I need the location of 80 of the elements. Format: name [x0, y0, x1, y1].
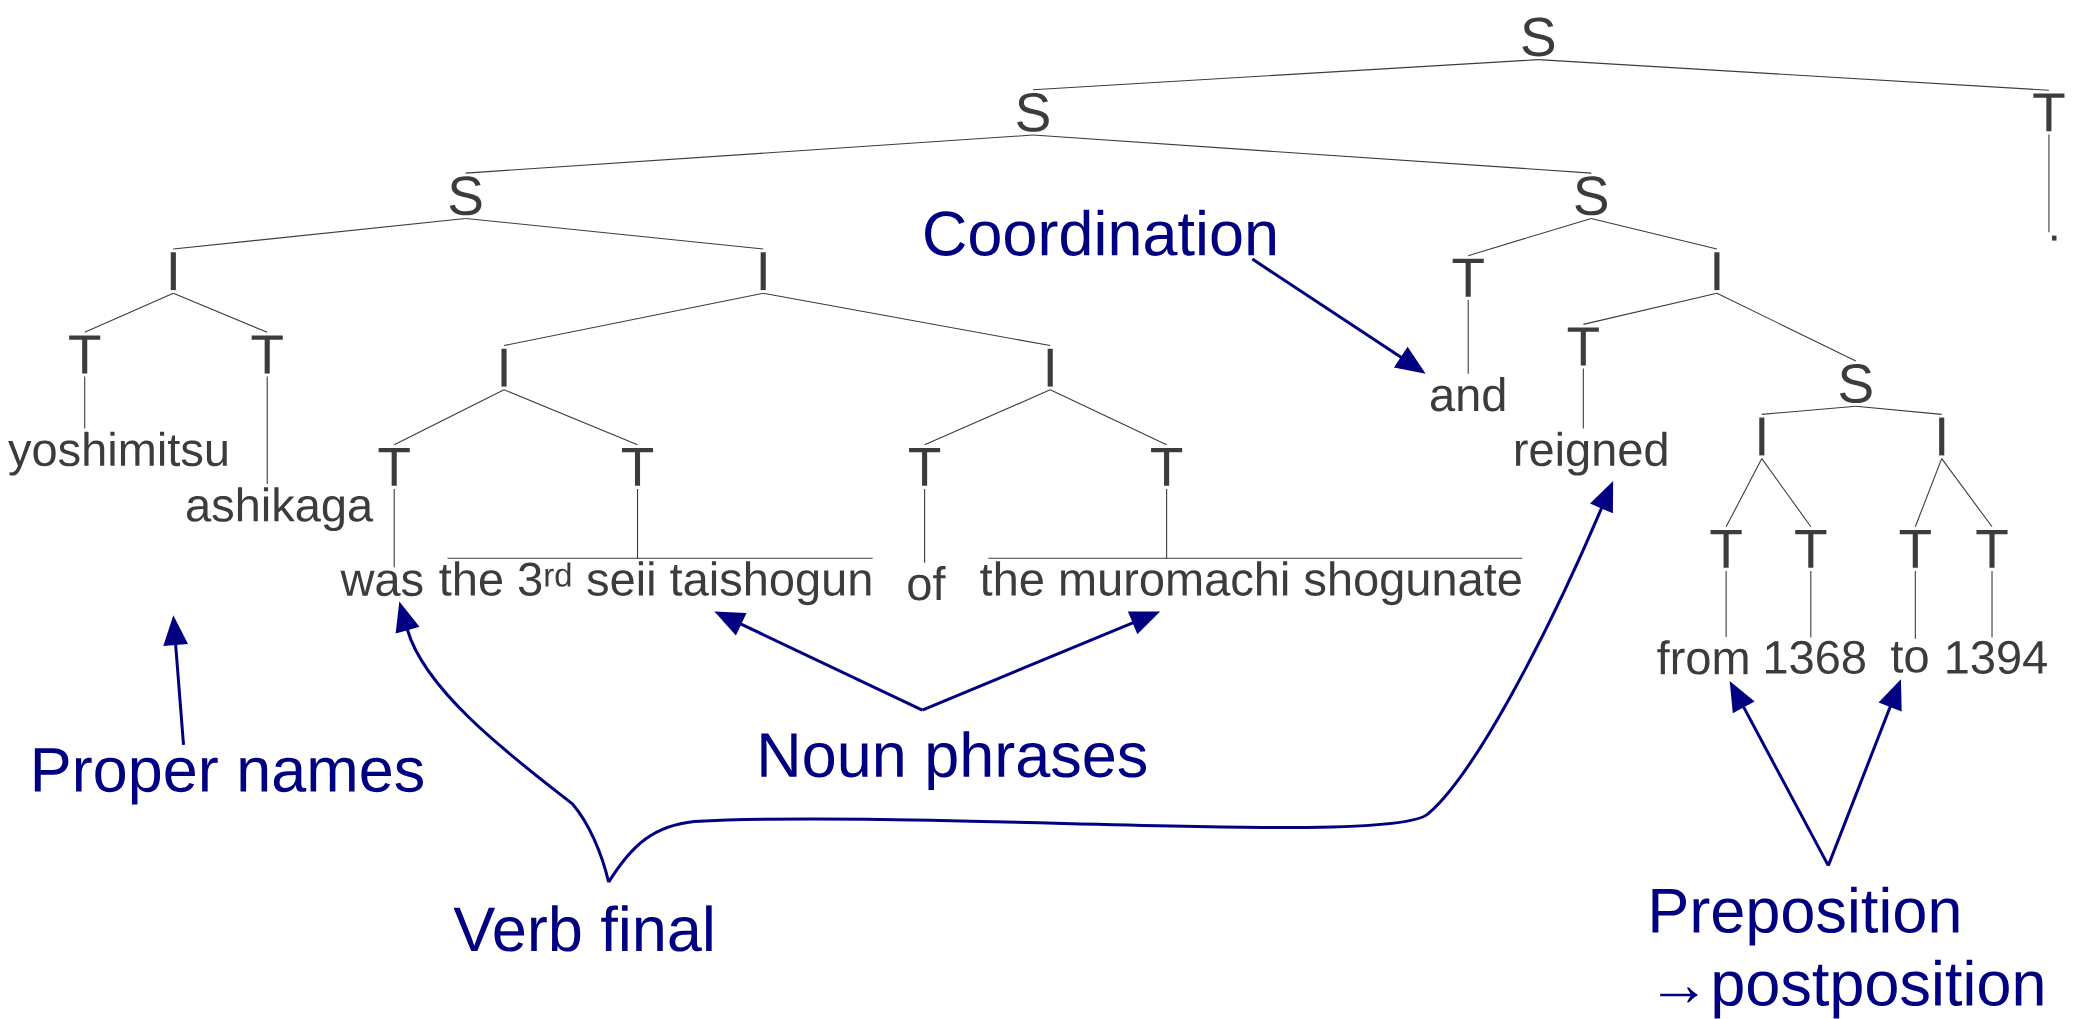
tree-branch	[1991, 570, 1993, 639]
tree-branch	[924, 488, 926, 564]
category-label: T	[1567, 327, 1599, 366]
annotation-label: Proper names	[34, 748, 423, 805]
tree-branch	[1761, 458, 1812, 528]
tree-branch	[172, 217, 467, 250]
category-label: S	[1522, 17, 1555, 57]
tree-branch	[1716, 292, 1857, 362]
category-label: I	[1759, 417, 1765, 456]
category-label: S	[449, 176, 482, 216]
tree-branch	[172, 292, 268, 333]
category-label: S	[1575, 176, 1608, 216]
tree-branch	[1032, 134, 1592, 174]
word-label: from	[1657, 640, 1748, 675]
tree-branch	[1582, 368, 1584, 430]
tree-branch	[1855, 405, 1943, 415]
tree-branch	[465, 134, 1034, 174]
annotation-label: Coordination	[925, 209, 1275, 256]
word-label: 1368	[1766, 640, 1865, 674]
word-label: and	[1431, 376, 1505, 412]
word-label: ashikaga	[187, 487, 374, 532]
category-label: I	[170, 252, 176, 291]
tree-branch	[1590, 217, 1718, 250]
annotation-label: Noun phrases	[761, 731, 1146, 790]
category-label: T	[69, 335, 101, 374]
tree-branch	[1582, 292, 1718, 325]
category-label: I	[760, 252, 766, 291]
tree-branch	[393, 488, 395, 568]
category-label: I	[501, 348, 507, 387]
category-label: T	[1710, 529, 1742, 568]
word-label: the muromachi shogunate	[980, 561, 1521, 606]
tree-branch	[636, 488, 639, 559]
tree-branch	[1032, 59, 1539, 91]
tree-branch	[1467, 299, 1469, 375]
category-label: T	[1795, 529, 1827, 568]
word-label: of	[908, 566, 946, 601]
category-label: T	[251, 335, 283, 374]
tree-branch	[84, 376, 86, 430]
tree-branch	[1914, 458, 1943, 528]
word-label: the 3$^{rd}$ seii taishogun	[439, 561, 871, 606]
category-label: T	[378, 447, 410, 486]
tree-branch	[503, 389, 639, 446]
tree-branch	[1725, 458, 1763, 528]
tree-branch	[1810, 570, 1812, 639]
tree-branch	[1941, 458, 1993, 528]
tree-branch	[762, 292, 1051, 347]
tree-branch	[266, 376, 268, 485]
tree-branch	[1537, 59, 2050, 91]
category-label: S	[1017, 92, 1049, 132]
tree-branch	[2048, 133, 2050, 233]
tree-branch	[1166, 488, 1168, 559]
category-label: S	[1839, 364, 1872, 404]
word-label: to	[1891, 641, 1928, 673]
category-label: I	[1047, 348, 1053, 387]
category-label: T	[1151, 447, 1183, 486]
word-label: reigned	[1515, 431, 1667, 476]
word-label: yoshimitsu	[8, 431, 227, 476]
word-label: 1394	[1947, 640, 2047, 674]
tree-branch	[1914, 570, 1916, 640]
tree-branch	[84, 292, 174, 333]
tree-branch	[1761, 405, 1857, 415]
category-label: T	[2033, 93, 2065, 132]
category-label: I	[1939, 417, 1945, 456]
tree-branch	[393, 389, 505, 446]
tree-branch	[924, 389, 1051, 446]
annotation-label: Verb final	[453, 905, 712, 952]
annotation-label: Preposition →postposition	[1652, 886, 2043, 1019]
tree-branch	[1725, 570, 1727, 638]
tree-branch	[1049, 389, 1168, 446]
category-label: T	[1976, 529, 2008, 568]
tree-branch	[465, 217, 764, 250]
word-label: .	[2052, 235, 2057, 241]
word-label: was	[340, 570, 423, 597]
category-label: T	[1899, 529, 1931, 568]
category-label: I	[1714, 252, 1720, 291]
tree-branch	[1467, 217, 1592, 257]
category-label: T	[1452, 258, 1484, 297]
category-label: T	[621, 447, 654, 486]
tree-branch	[503, 292, 764, 347]
category-label: T	[909, 447, 941, 486]
